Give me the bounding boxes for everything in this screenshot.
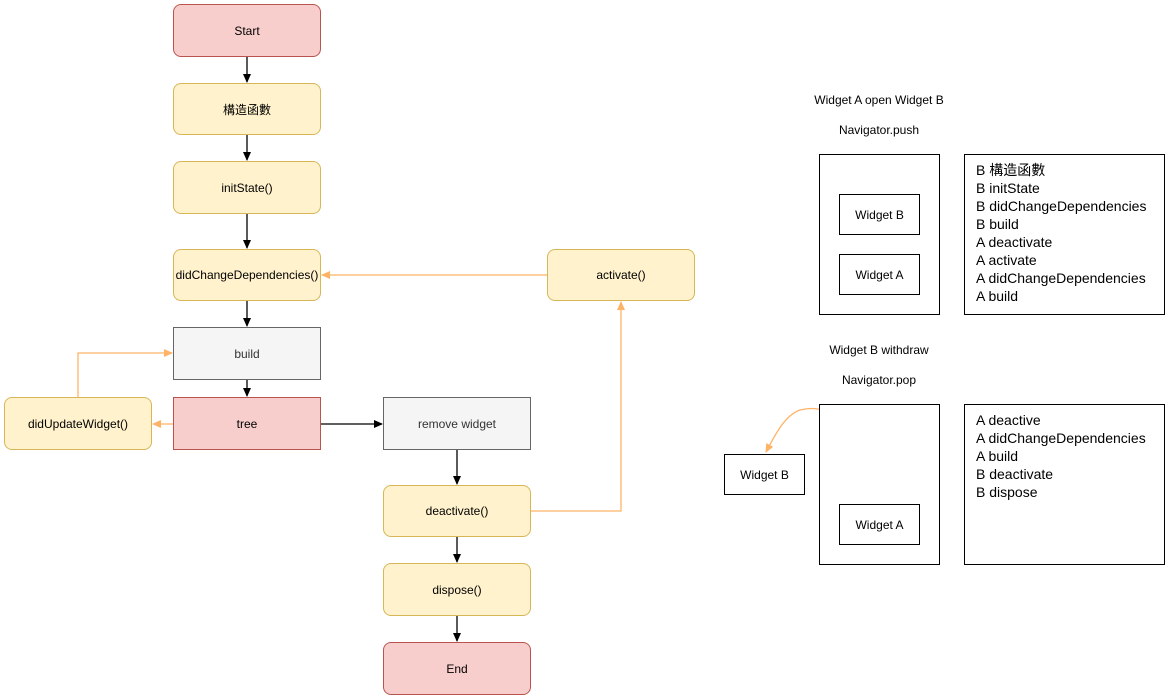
did-change-dependencies-node: didChangeDependencies(): [173, 249, 321, 301]
remove-widget-node: remove widget: [383, 397, 531, 450]
did-change-dependencies-label: didChangeDependencies(): [175, 268, 319, 282]
end-node: End: [383, 642, 531, 695]
push-log-box: B 構造函數 B initState B didChangeDependenci…: [964, 154, 1165, 315]
push-widget-b-label: Widget B: [855, 207, 904, 222]
tree-node: tree: [173, 397, 321, 450]
log-line: B build: [976, 216, 1019, 232]
pop-subtitle: Navigator.pop: [841, 373, 917, 387]
activate-node: activate(): [547, 249, 695, 301]
pop-widget-b: Widget B: [724, 454, 805, 495]
log-line: A didChangeDependencies: [976, 270, 1146, 286]
build-node: build: [173, 327, 321, 380]
edge-didupdate-build: [77, 349, 173, 397]
constructor-label: 構造函數: [222, 102, 271, 117]
log-line: B didChangeDependencies: [976, 198, 1147, 214]
did-update-widget-node: didUpdateWidget(): [4, 397, 152, 450]
constructor-node: 構造函數: [173, 83, 321, 135]
init-state-node: initState(): [173, 161, 321, 214]
activate-label: activate(): [596, 268, 646, 282]
pop-widget-a-label: Widget A: [855, 517, 904, 532]
edge-deactivate-activate: [531, 301, 625, 512]
pop-log-box: A deactive A didChangeDependencies A bui…: [964, 404, 1165, 565]
pop-widget-b-label: Widget B: [740, 467, 789, 482]
push-widget-a-label: Widget A: [855, 267, 904, 282]
pop-title: Widget B withdraw: [829, 343, 929, 357]
log-line: B 構造函數: [976, 162, 1046, 178]
deactivate-node: deactivate(): [383, 485, 531, 537]
log-line: A deactivate: [976, 234, 1053, 250]
push-widget-a: Widget A: [839, 254, 920, 295]
start-label: Start: [234, 23, 260, 38]
log-line: A build: [976, 448, 1019, 464]
log-line: A didChangeDependencies: [976, 430, 1146, 446]
remove-widget-label: remove widget: [417, 416, 497, 431]
log-line: B initState: [976, 180, 1040, 196]
dispose-node: dispose(): [383, 563, 531, 616]
init-state-label: initState(): [221, 180, 273, 195]
end-label: End: [446, 661, 468, 676]
log-line: A deactive: [976, 412, 1041, 428]
dispose-label: dispose(): [432, 582, 482, 597]
did-update-widget-label: didUpdateWidget(): [27, 416, 129, 431]
log-line: B dispose: [976, 484, 1038, 500]
deactivate-label: deactivate(): [425, 504, 489, 518]
start-node: Start: [173, 4, 321, 57]
build-label: build: [234, 346, 260, 361]
push-title: Widget A open Widget B: [814, 93, 944, 107]
push-widget-b: Widget B: [839, 194, 920, 235]
log-line: A activate: [976, 252, 1037, 268]
pop-widget-a: Widget A: [839, 504, 920, 545]
log-line: A build: [976, 288, 1019, 304]
tree-label: tree: [236, 416, 258, 431]
log-line: B deactivate: [976, 466, 1054, 482]
push-subtitle: Navigator.push: [838, 123, 920, 137]
